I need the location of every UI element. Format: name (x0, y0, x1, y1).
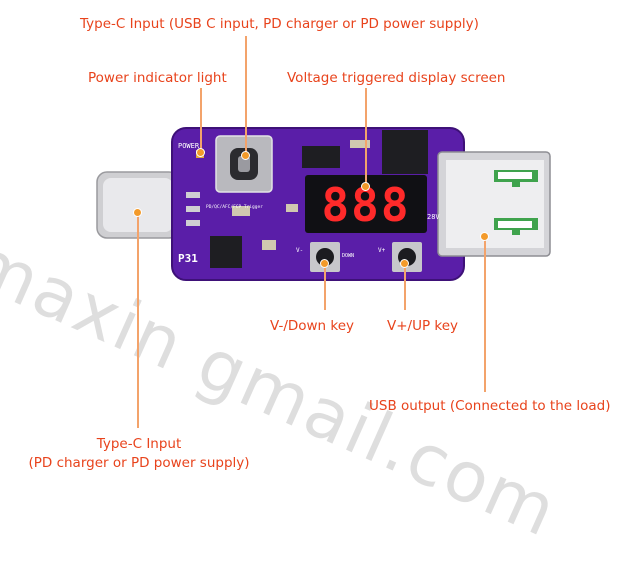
leader-power-light (200, 88, 202, 150)
silk-vplus: V+ (378, 247, 386, 254)
leader-usb-output (484, 236, 486, 392)
leader-display (365, 88, 367, 184)
leader-typec-top (245, 36, 247, 154)
usb-a-port (437, 151, 551, 257)
leader-dot-typec-bottom (133, 208, 142, 217)
label-up-key: V+/UP key (387, 318, 459, 334)
silk-vminus: V- (296, 247, 303, 254)
leader-up-key (404, 262, 406, 310)
silk-modes: PD/QC/AFC/FCP Trigger (206, 204, 263, 210)
leader-dot-down-key (320, 259, 329, 268)
up-key[interactable] (392, 242, 422, 272)
silk-model: P31 (178, 252, 198, 265)
leader-dot-display (361, 182, 370, 191)
leader-dot-typec-top (241, 151, 250, 160)
label-typec-bottom-line2: (PD charger or PD power supply) (28, 455, 250, 471)
label-typec-input-bottom: Type-C Input (PD charger or PD power sup… (20, 436, 258, 471)
leader-dot-power-light (196, 148, 205, 157)
leader-dot-up-key (400, 259, 409, 268)
leader-dot-usb-output (480, 232, 489, 241)
silk-power: POWER (178, 142, 200, 150)
label-display-screen: Voltage triggered display screen (287, 70, 506, 86)
leader-down-key (324, 262, 326, 310)
leader-typec-bottom (137, 212, 139, 428)
label-typec-input-top: Type-C Input (USB C input, PD charger or… (80, 16, 479, 32)
board-illustration: 888 POWER P31 PD/QC/AFC/FCP Trigger 28V … (96, 127, 551, 281)
silk-28v: 28V (427, 213, 440, 221)
label-power-indicator: Power indicator light (88, 70, 227, 86)
label-typec-bottom-line1: Type-C Input (96, 436, 182, 452)
label-usb-output: USB output (Connected to the load) (369, 398, 611, 414)
typec-receptacle (215, 135, 273, 193)
silk-down: DOWN (342, 253, 354, 259)
label-down-key: V-/Down key (270, 318, 355, 334)
